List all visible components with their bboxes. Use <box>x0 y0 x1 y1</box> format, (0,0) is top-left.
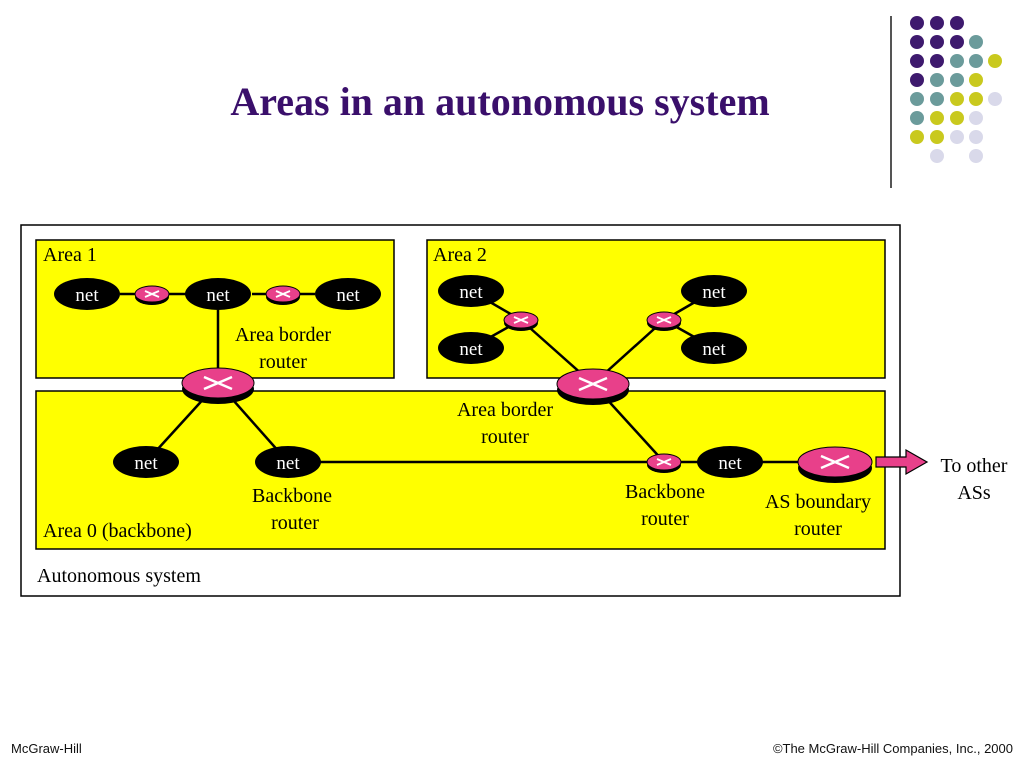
area-2-label: Area 2 <box>433 244 487 266</box>
svg-text:net: net <box>206 285 230 306</box>
svg-text:net: net <box>702 339 726 360</box>
svg-text:net: net <box>702 282 726 303</box>
net-node: net <box>255 446 321 478</box>
backbone-router-label: router <box>641 508 689 530</box>
area-border-router-label: router <box>481 426 529 448</box>
area-border-router-icon <box>556 368 630 405</box>
area-border-router-icon <box>181 367 255 404</box>
svg-text:net: net <box>459 339 483 360</box>
router-icon <box>134 285 170 305</box>
to-other-as-arrow-icon <box>875 448 929 476</box>
net-node: net <box>113 446 179 478</box>
footer-copyright: ©The McGraw-Hill Companies, Inc., 2000 <box>772 741 1013 756</box>
as-boundary-router-label: router <box>794 518 842 540</box>
area-0-label: Area 0 (backbone) <box>43 520 192 542</box>
net-node: net <box>681 275 747 307</box>
svg-text:net: net <box>276 453 300 474</box>
area-border-router-label: Area border <box>457 399 553 421</box>
svg-text:net: net <box>134 453 158 474</box>
area-border-router-label: router <box>259 351 307 373</box>
router-icon <box>265 285 301 305</box>
backbone-router-label: Backbone <box>252 485 332 507</box>
as-boundary-router-icon <box>797 446 873 483</box>
net-node: net <box>697 446 763 478</box>
net-node: net <box>681 332 747 364</box>
router-icon <box>646 311 682 331</box>
net-node: net <box>438 275 504 307</box>
svg-text:net: net <box>336 285 360 306</box>
to-other-ass-label: To other <box>941 455 1008 477</box>
backbone-router-label: router <box>271 512 319 534</box>
autonomous-system-label: Autonomous system <box>37 565 201 587</box>
net-node: net <box>185 278 251 310</box>
router-icon <box>503 311 539 331</box>
divider-line <box>890 16 892 188</box>
decorative-dot-grid <box>910 16 1002 163</box>
svg-text:net: net <box>718 453 742 474</box>
backbone-router-icon <box>646 453 682 473</box>
footer-publisher: McGraw-Hill <box>11 741 82 756</box>
to-other-ass-label: ASs <box>957 482 991 504</box>
svg-text:net: net <box>459 282 483 303</box>
net-node: net <box>438 332 504 364</box>
slide-title: Areas in an autonomous system <box>230 79 770 124</box>
area-border-router-label: Area border <box>235 324 331 346</box>
net-node: net <box>54 278 120 310</box>
backbone-router-label: Backbone <box>625 481 705 503</box>
svg-text:net: net <box>75 285 99 306</box>
area-1-label: Area 1 <box>43 244 97 266</box>
net-node: net <box>315 278 381 310</box>
as-boundary-router-label: AS boundary <box>765 491 871 513</box>
